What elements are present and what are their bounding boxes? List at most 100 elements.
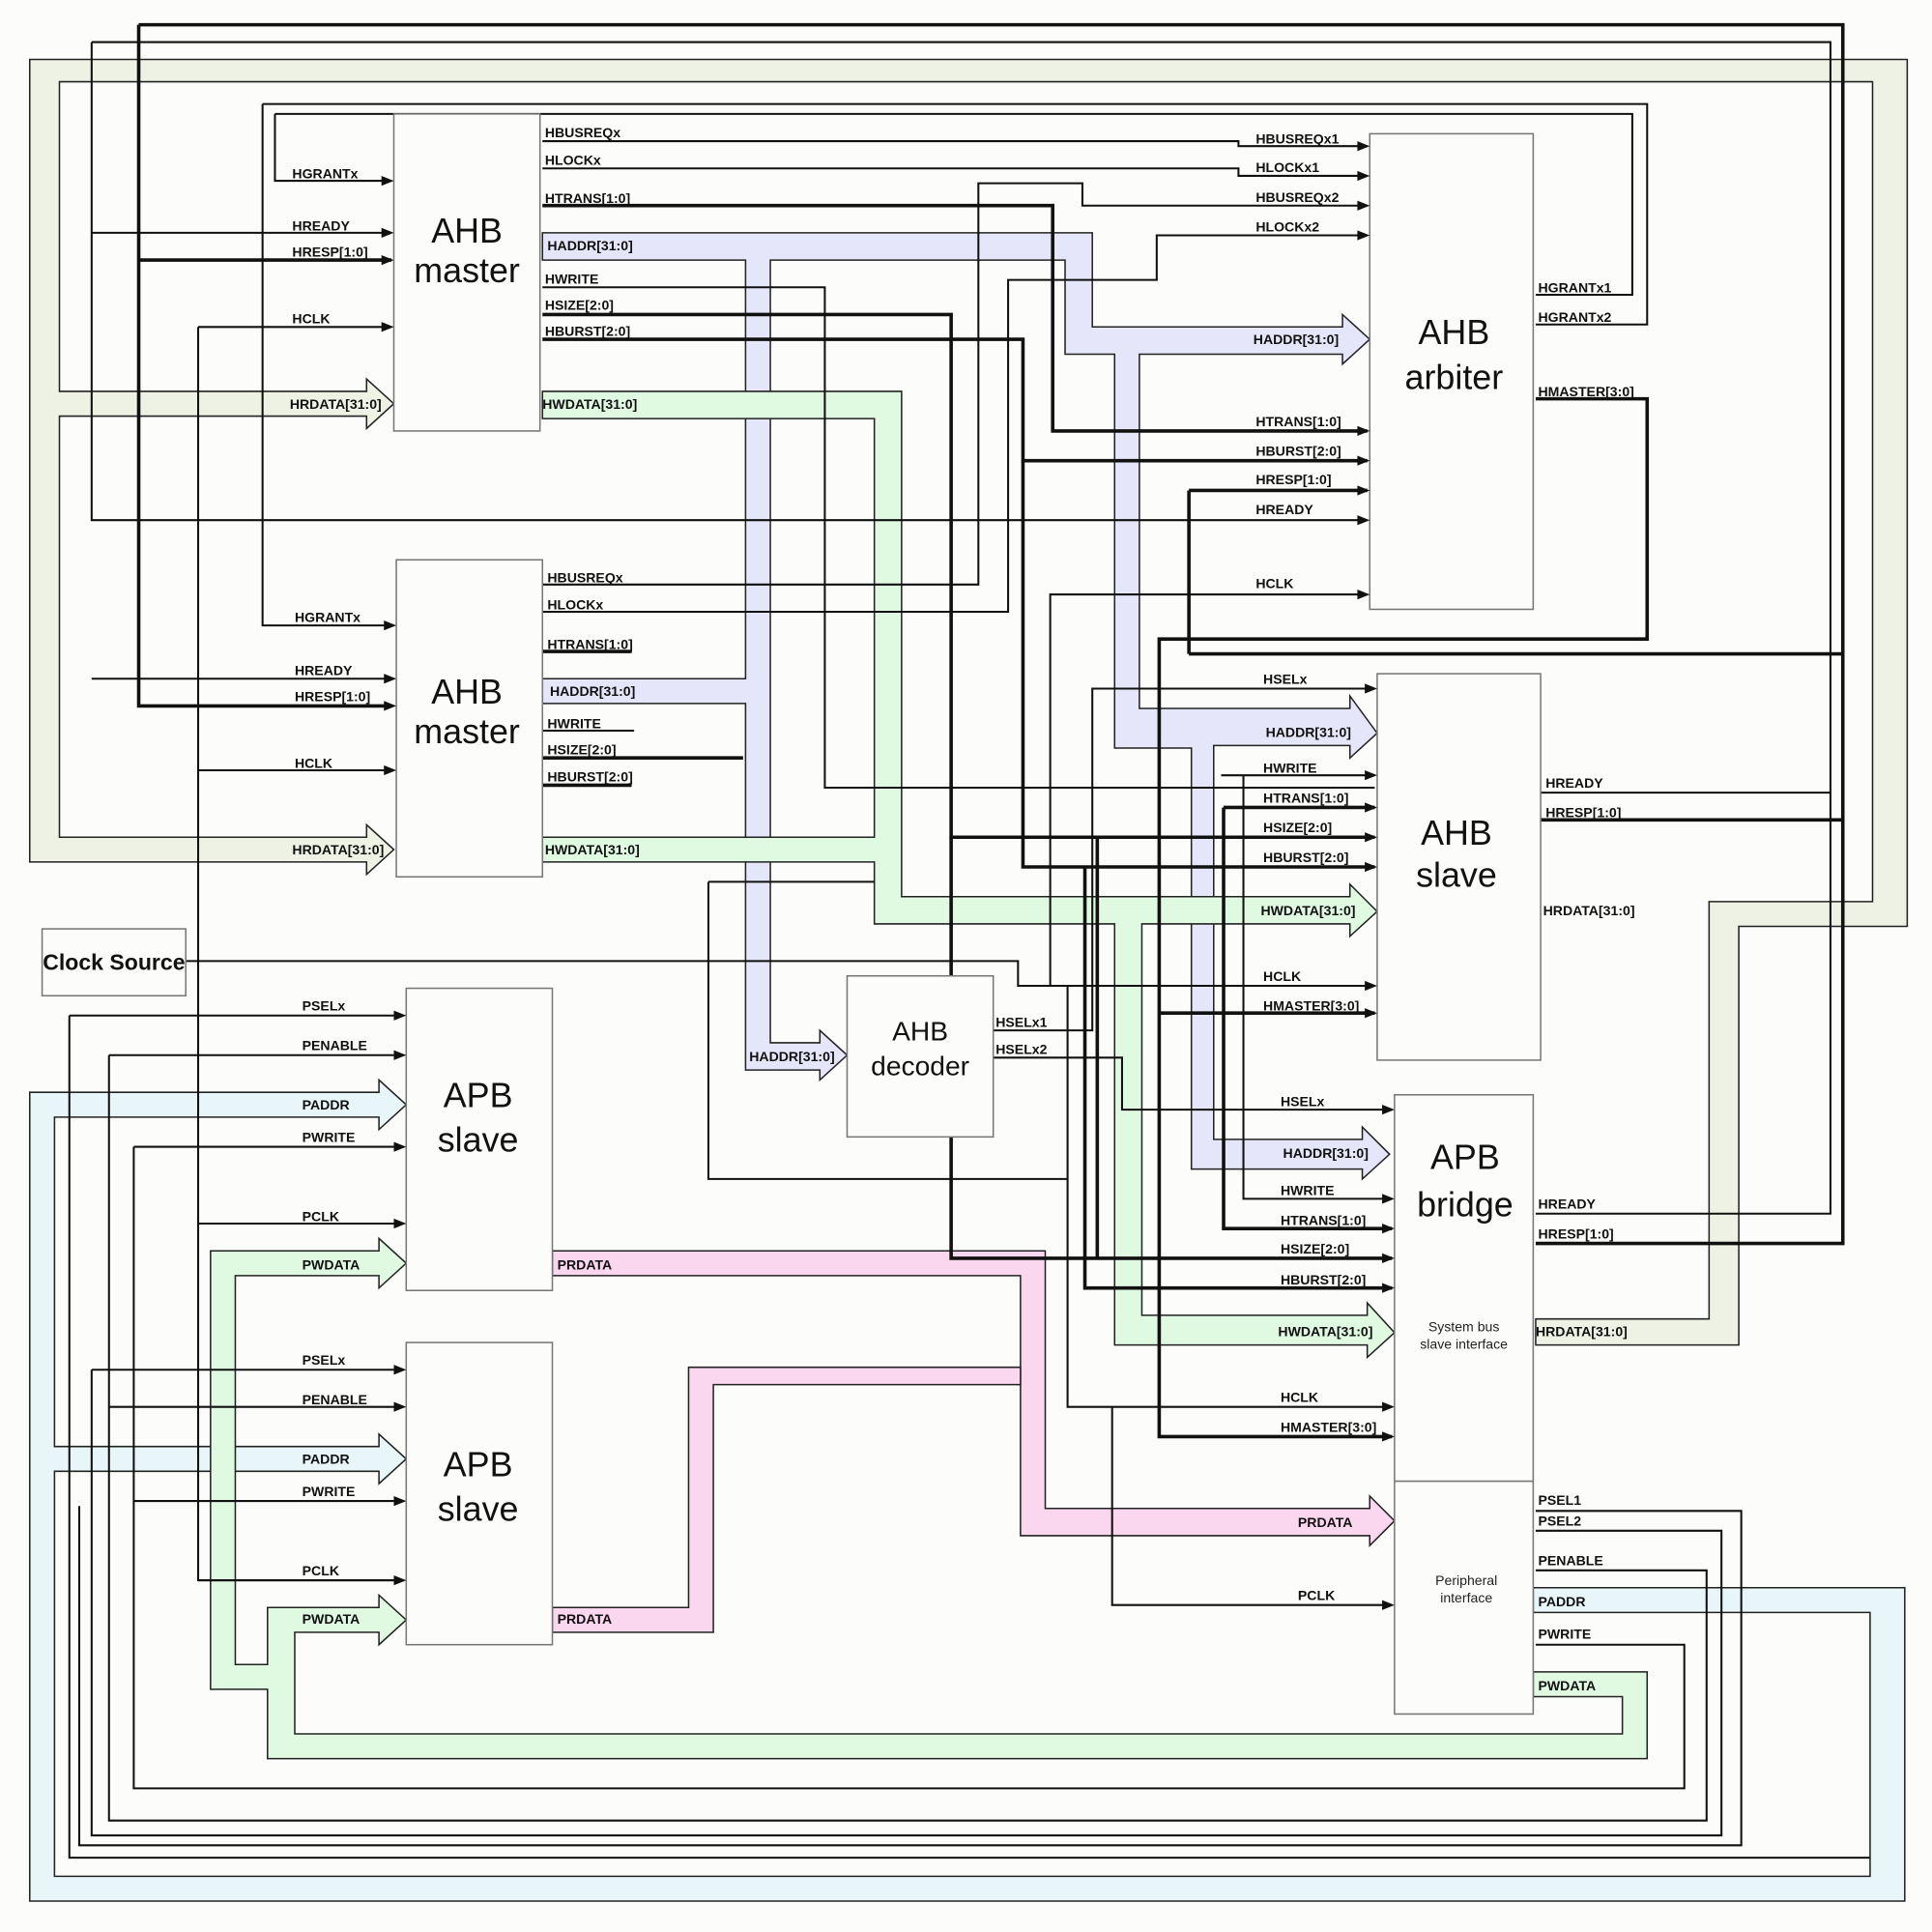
slv-in-hsize: HSIZE[2:0] [1263,820,1332,835]
ahb-master-2-title: AHB [431,673,503,711]
apb1-out-prdata: PRDATA [558,1256,613,1272]
arb-in-hburst: HBURST[2:0] [1255,444,1341,459]
apb-slave-2-subtitle: slave [438,1490,519,1529]
slv-in-hmaster: HMASTER[3:0] [1263,998,1359,1014]
br-out-pwdata: PWDATA [1539,1678,1597,1693]
m2-out-hsize: HSIZE[2:0] [547,741,616,757]
prdata-bus [551,1250,1396,1633]
arb-in-hbusreq1: HBUSREQx1 [1255,131,1339,147]
br-out-penable: PENABLE [1539,1553,1603,1569]
apb1-in-pwdata: PWDATA [303,1256,360,1272]
dec-out-hsel2: HSELx2 [995,1041,1047,1056]
m1-in-hrdata: HRDATA[31:0] [290,396,382,412]
apb-slave-2[interactable]: APB slave [405,1341,554,1646]
ahb-arbiter[interactable]: AHB arbiter [1369,132,1535,611]
arrowhead-icon [381,175,394,187]
m2-out-hwdata: HWDATA[31:0] [545,842,640,857]
arb-in-haddr: HADDR[31:0] [1254,332,1339,347]
br-out-psel2: PSEL2 [1539,1514,1582,1529]
ahb-decoder-title: AHB [892,1015,948,1046]
arrowhead-icon [1357,200,1370,211]
slv-out-hrdata: HRDATA[31:0] [1543,903,1635,918]
arrowhead-icon [1382,1600,1395,1610]
system-bus-if-label-1: System bus [1428,1319,1500,1335]
apb-slave-2-title: APB [444,1445,513,1484]
m2-in-hrdata: HRDATA[31:0] [292,842,384,857]
m1-out-hburst: HBURST[2:0] [545,323,630,338]
arrowhead-icon [393,1050,407,1060]
pwdata-bus [210,1236,1649,1760]
m2-out-hbusreq: HBUSREQx [547,569,622,585]
apb-bridge[interactable]: APB bridge System bus slave interface Pe… [1394,1093,1535,1716]
clock-source-label: Clock Source [43,949,185,974]
arb-out-hmaster: HMASTER[3:0] [1539,384,1634,399]
apb2-in-pclk: PCLK [303,1563,340,1578]
m1-out-hwrite: HWRITE [545,271,599,286]
arrowhead-icon [393,1495,407,1507]
m2-out-htrans: HTRANS[1:0] [547,636,632,651]
arrowhead-icon [1365,832,1377,843]
m2-out-hwrite: HWRITE [547,715,601,731]
arb-in-hbusreq2: HBUSREQx2 [1255,189,1339,205]
ahb-master-2[interactable]: AHB master [395,559,544,879]
paddr-bus [28,1078,1906,1902]
arrowhead-icon [1382,1401,1395,1412]
arrowhead-icon [384,764,397,776]
ahb-master-1[interactable]: AHB master [392,113,541,432]
arrowhead-icon [1357,485,1370,496]
slv-out-hresp: HRESP[1:0] [1545,805,1621,821]
arb-in-hlock2: HLOCKx2 [1255,219,1319,235]
m2-in-hresp: HRESP[1:0] [295,688,370,704]
arrowhead-icon [1382,1224,1395,1234]
m1-in-hready: HREADY [292,217,350,233]
arrowhead-icon [1365,980,1377,992]
arrowhead-icon [1382,1105,1395,1115]
apb2-in-pwrite: PWRITE [303,1484,356,1499]
slv-in-htrans: HTRANS[1:0] [1263,790,1348,805]
ahb-master-1-subtitle: master [414,251,520,290]
arrowhead-icon [1357,425,1370,437]
ahb-arbiter-title: AHB [1419,313,1490,352]
br-in-pclk: PCLK [1298,1588,1336,1603]
apb-slave-1[interactable]: APB slave [405,987,554,1291]
m2-in-hclk: HCLK [295,755,333,770]
slv-in-hwrite: HWRITE [1263,761,1317,776]
m1-out-hwdata: HWDATA[31:0] [542,396,637,412]
apb-bridge-title: APB [1430,1139,1500,1177]
dec-in-haddr: HADDR[31:0] [749,1049,834,1064]
br-in-hmaster: HMASTER[3:0] [1281,1419,1376,1434]
apb1-in-pwrite: PWRITE [303,1129,356,1144]
ahb-slave-title: AHB [1421,814,1492,852]
m1-in-hclk: HCLK [292,310,331,326]
ahb-decoder[interactable]: AHB decoder [846,974,995,1139]
br-in-haddr: HADDR[31:0] [1283,1145,1369,1161]
slv-in-hclk: HCLK [1263,968,1302,984]
m1-out-htrans: HTRANS[1:0] [545,190,630,206]
slv-in-hwdata: HWDATA[31:0] [1260,903,1355,918]
m1-in-hresp: HRESP[1:0] [292,244,367,259]
apb-slave-1-title: APB [444,1077,513,1115]
ahb-slave[interactable]: AHB slave [1376,673,1542,1061]
m2-out-haddr: HADDR[31:0] [550,683,635,699]
ahb-decoder-subtitle: decoder [871,1050,969,1081]
apb2-out-prdata: PRDATA [558,1611,613,1627]
apb2-in-psel: PSELx [303,1352,346,1368]
m1-out-haddr: HADDR[31:0] [547,238,632,253]
arrowhead-icon [1357,515,1370,526]
arb-in-hclk: HCLK [1255,576,1294,591]
ahb-slave-subtitle: slave [1416,855,1497,894]
arb-in-hresp: HRESP[1:0] [1255,472,1331,487]
br-in-hsel: HSELx [1281,1093,1325,1109]
system-bus-if-label-2: slave interface [1420,1336,1508,1351]
br-in-hwdata: HWDATA[31:0] [1278,1324,1372,1340]
signal-labels: HGRANTx HREADY HRESP[1:0] HCLK HRDATA[31… [290,125,1635,1693]
ahb-arbiter-subtitle: arbiter [1405,358,1504,396]
br-out-hresp: HRESP[1:0] [1539,1226,1614,1241]
arrowhead-icon [393,1010,407,1021]
m1-out-hlock: HLOCKx [545,152,601,167]
arrowhead-icon [393,1141,407,1152]
arrowhead-icon [1365,1008,1377,1019]
clock-source[interactable]: Clock Source [41,928,187,997]
apb1-in-penable: PENABLE [303,1038,367,1053]
